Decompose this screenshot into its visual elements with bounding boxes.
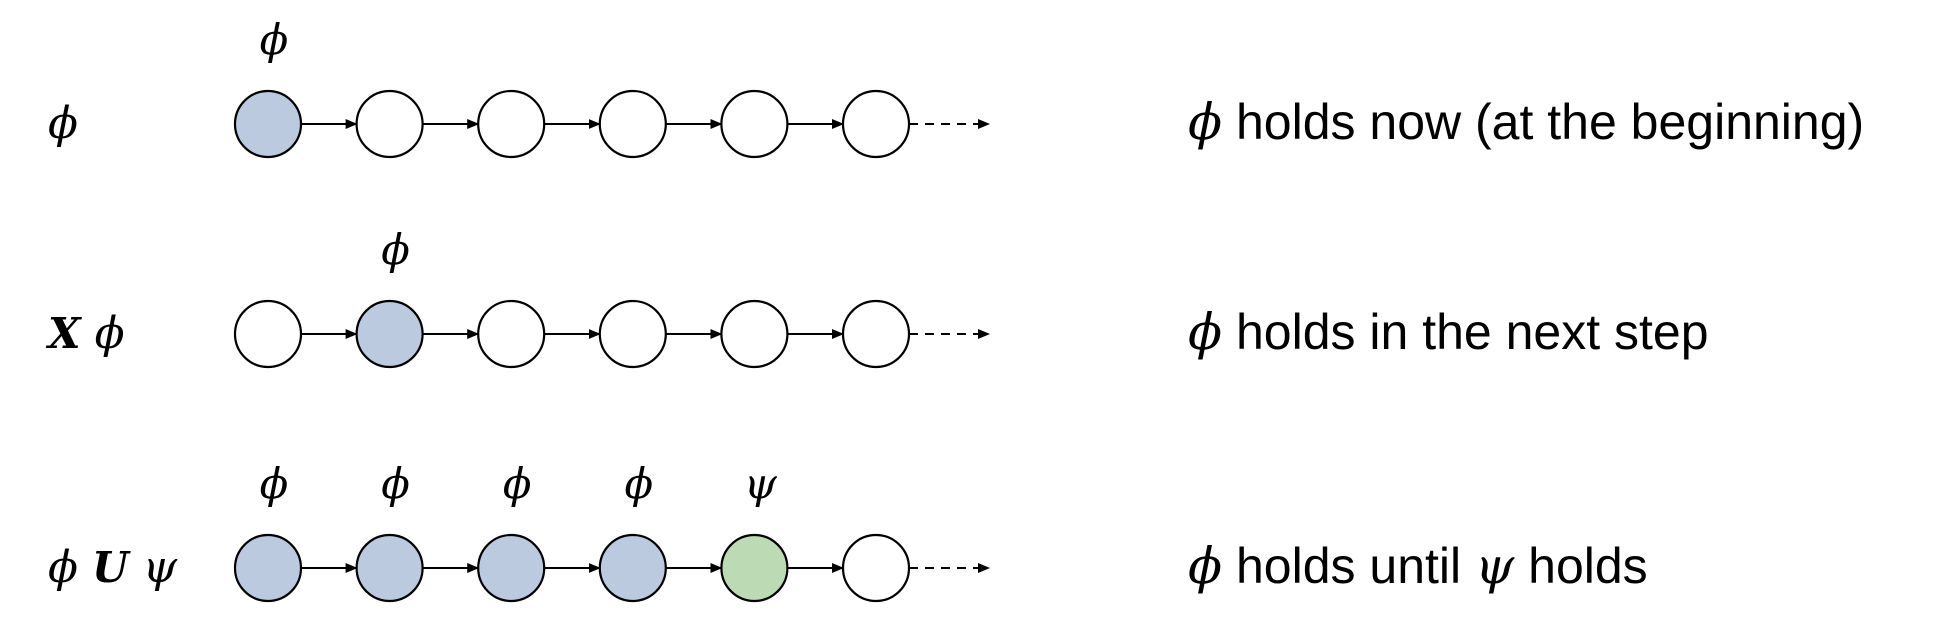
state-node-phi: [355, 299, 424, 369]
state-node-phi: [598, 533, 667, 603]
state-node-empty: [598, 299, 667, 369]
state-label: ψ: [744, 459, 778, 508]
description-part: holds in the next step: [1222, 304, 1708, 360]
description-part: holds: [1514, 538, 1647, 594]
formula-part: X: [45, 309, 82, 358]
row-description: ϕ holds until ψ holds: [1188, 537, 1648, 595]
state-node-empty: [477, 89, 546, 159]
formula-part: ϕ: [81, 308, 125, 359]
state-node-empty: [355, 89, 424, 159]
state-node-psi: [720, 533, 789, 603]
description-part: ϕ: [1188, 537, 1222, 595]
description-part: holds now (at the beginning): [1222, 94, 1864, 150]
row-1: ϕϕϕ holds now (at the beginning): [48, 15, 1864, 159]
state-label: ϕ: [503, 459, 532, 508]
state-node-empty: [841, 533, 911, 603]
row-description: ϕ holds now (at the beginning): [1188, 93, 1864, 151]
state-node-phi: [355, 533, 424, 603]
state-node-empty: [720, 299, 789, 369]
state-node-empty: [598, 89, 667, 159]
formula-part: ψ: [129, 542, 178, 593]
description-part: ψ: [1475, 537, 1515, 595]
row-formula: ϕ U ψ: [48, 542, 178, 593]
state-node-phi: [233, 89, 303, 159]
state-node-phi: [477, 533, 546, 603]
row-formula: ϕ: [48, 98, 78, 149]
state-node-empty: [477, 299, 546, 369]
row-formula: X ϕ: [45, 308, 125, 359]
state-label: ϕ: [260, 15, 289, 64]
description-part: ϕ: [1188, 93, 1222, 151]
formula-part: ϕ: [48, 98, 78, 149]
row-description: ϕ holds in the next step: [1188, 303, 1709, 361]
formula-part: U: [92, 543, 131, 592]
description-part: ϕ: [1188, 303, 1222, 361]
state-node-empty: [841, 89, 911, 159]
row-2: X ϕϕϕ holds in the next step: [45, 225, 1709, 369]
state-label: ϕ: [260, 459, 289, 508]
formula-part: ϕ: [48, 542, 92, 593]
state-node-empty: [720, 89, 789, 159]
state-node-phi: [233, 533, 303, 603]
description-part: holds until: [1222, 538, 1475, 594]
state-label: ϕ: [381, 459, 410, 508]
state-label: ϕ: [381, 225, 410, 274]
state-node-empty: [233, 299, 303, 369]
state-node-empty: [841, 299, 911, 369]
state-label: ϕ: [624, 459, 653, 508]
